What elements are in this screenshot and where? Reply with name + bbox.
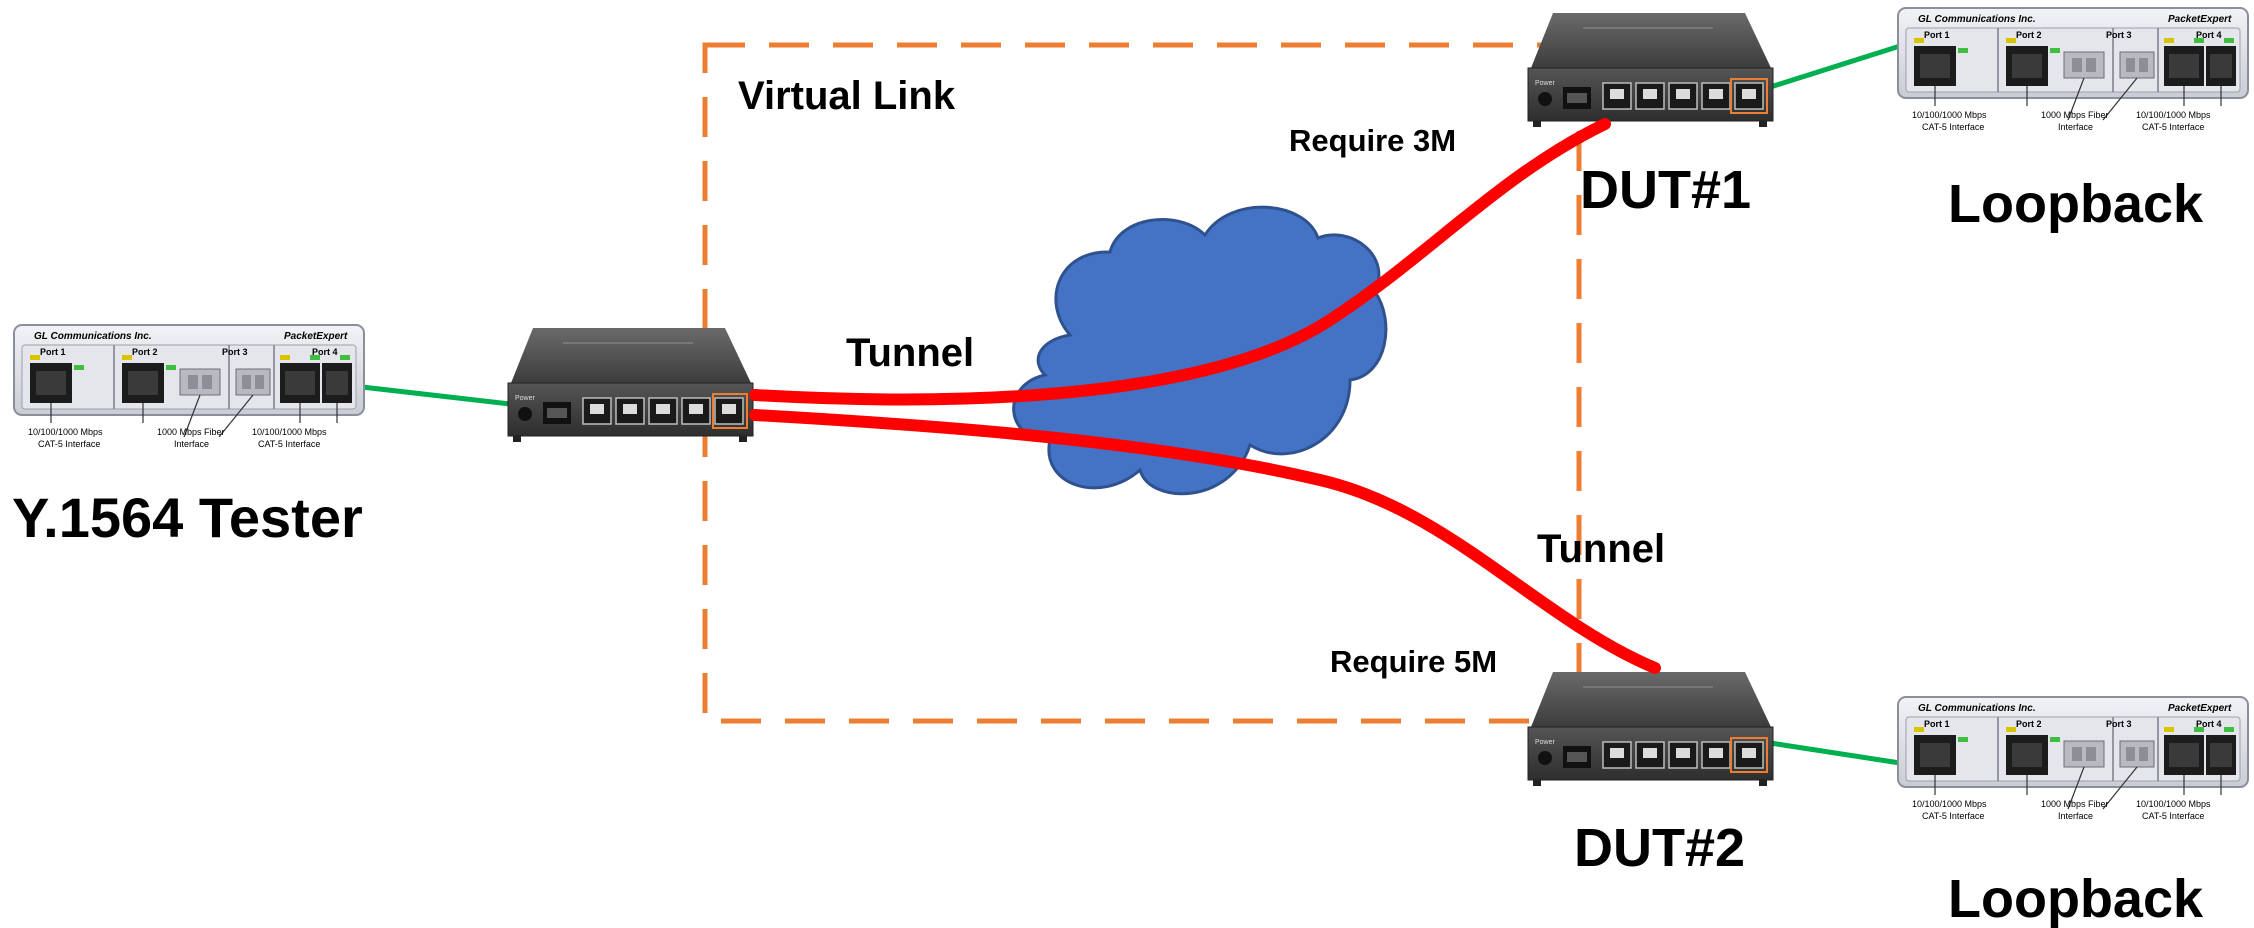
dut1-to-loopback-link [1763,43,1901,92]
port-label: Port 2 [2016,30,2042,40]
caption: CAT-5 Interface [2142,122,2204,132]
caption: 10/100/1000 Mbps [28,427,103,437]
company-label: GL Communications Inc. [1918,14,2036,25]
tunnel-to-dut1 [749,118,1611,406]
caption: 10/100/1000 Mbps [252,427,327,437]
port-label: Port 1 [1924,719,1950,729]
caption: Interface [2058,811,2093,821]
caption: 1000 Mbps Fiber [2041,110,2109,120]
port-label: Port 1 [1924,30,1950,40]
caption: 1000 Mbps Fiber [2041,799,2109,809]
product-label: PacketExpert [284,331,348,342]
tunnel-label-top: Tunnel [846,331,974,375]
port-label: Port 2 [2016,719,2042,729]
caption: 10/100/1000 Mbps [2136,110,2211,120]
dut1-router [1527,12,1774,128]
tunnel-to-dut2 [749,409,1661,674]
port-label: Port 3 [2106,719,2132,729]
caption: 10/100/1000 Mbps [1912,799,1987,809]
loopback-device-bottom: GL Communications Inc. PacketExpert Port… [1897,696,2249,821]
port-label: Port 1 [40,347,66,357]
company-label: GL Communications Inc. [34,331,152,342]
caption: CAT-5 Interface [1922,122,1984,132]
require-3m-label: Require 3M [1289,123,1456,158]
port-label: Port 4 [2196,719,2222,729]
caption: Interface [174,439,209,449]
company-label: GL Communications Inc. [1918,703,2036,714]
caption: 10/100/1000 Mbps [2136,799,2211,809]
dut1-label: DUT#1 [1580,160,1751,220]
central-router [507,327,754,443]
tester-to-router-link [361,384,511,407]
ethernet-links [361,43,1901,766]
dut2-label: DUT#2 [1574,818,1745,878]
caption: 1000 Mbps Fiber [157,427,225,437]
port-label: Port 4 [2196,30,2222,40]
dut2-router [1527,671,1774,787]
port-label: Port 3 [2106,30,2132,40]
caption: Interface [2058,122,2093,132]
tester-label: Y.1564 Tester [12,486,363,549]
caption: CAT-5 Interface [1922,811,1984,821]
loopback-label-top: Loopback [1948,174,2204,234]
caption: CAT-5 Interface [38,439,100,449]
tester-device: GL Communications Inc. PacketExpert Port… [13,324,365,449]
caption: CAT-5 Interface [258,439,320,449]
port-label: Port 3 [222,347,248,357]
tunnels [749,118,1661,674]
caption: CAT-5 Interface [2142,811,2204,821]
product-label: PacketExpert [2168,14,2232,25]
loopback-device-top: GL Communications Inc. PacketExpert Port… [1897,7,2249,132]
product-label: PacketExpert [2168,703,2232,714]
require-5m-label: Require 5M [1330,644,1497,679]
dut2-to-loopback-link [1763,739,1901,766]
caption: 10/100/1000 Mbps [1912,110,1987,120]
loopback-label-bottom: Loopback [1948,869,2204,928]
port-label: Port 2 [132,347,158,357]
tunnel-label-bottom: Tunnel [1537,527,1665,571]
port-label: Port 4 [312,347,338,357]
virtual-link-label: Virtual Link [738,74,956,118]
